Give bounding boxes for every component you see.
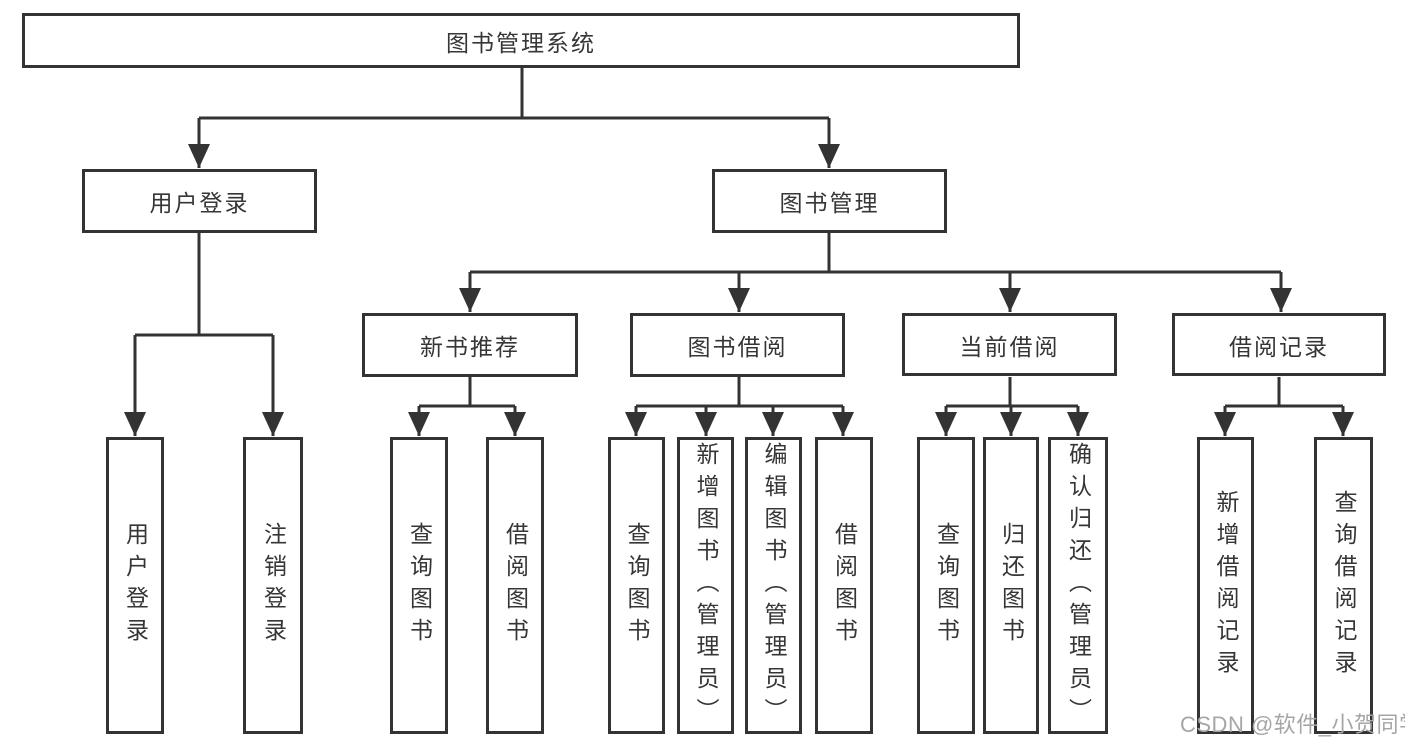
watermark: CSDN @软件_小贺同学: [1180, 712, 1405, 737]
node-label: 查询借阅记录: [1331, 489, 1357, 682]
node-borrowing-records: 借阅记录: [1172, 313, 1386, 376]
node-label: 编辑图书（管理员）: [761, 441, 787, 730]
node-library-system-root: 图书管理系统: [22, 13, 1020, 68]
node-label: 查询图书: [933, 521, 960, 650]
node-label: 归还图书: [998, 521, 1025, 650]
leaf-recommend-borrow-books: 借阅图书: [486, 437, 544, 734]
node-label: 当前借阅: [959, 333, 1060, 360]
node-label: 查询图书: [406, 521, 433, 650]
leaf-current-query-books: 查询图书: [917, 437, 975, 734]
node-label: 借阅图书: [502, 521, 529, 650]
node-label: 查询图书: [624, 521, 650, 650]
node-book-borrowing: 图书借阅: [630, 313, 845, 377]
node-label: 图书借阅: [687, 334, 788, 360]
node-label: 用户登录: [122, 521, 149, 650]
node-new-book-recommend: 新书推荐: [362, 313, 578, 377]
node-label: 图书管理系统: [446, 29, 596, 56]
leaf-logout: 注销登录: [243, 437, 303, 734]
node-label: 新增借阅记录: [1213, 489, 1239, 682]
node-user-login: 用户登录: [82, 169, 317, 233]
node-current-borrowing: 当前借阅: [902, 313, 1117, 376]
leaf-borrowing-borrow-books: 借阅图书: [815, 437, 873, 734]
leaf-user-login: 用户登录: [106, 437, 164, 734]
leaf-current-return-books: 归还图书: [983, 437, 1039, 734]
leaf-records-add-borrow-record: 新增借阅记录: [1197, 437, 1254, 734]
node-label: 注销登录: [260, 521, 287, 650]
node-label: 图书管理: [779, 190, 880, 216]
node-label: 借阅记录: [1229, 333, 1329, 360]
leaf-borrowing-query-books: 查询图书: [608, 437, 665, 734]
node-label: 新增图书（管理员）: [693, 441, 719, 730]
node-label: 借阅图书: [831, 521, 858, 650]
node-label: 确认归还（管理员）: [1065, 441, 1092, 730]
connector-line: [135, 68, 1343, 408]
leaf-borrowing-edit-books-admin: 编辑图书（管理员）: [745, 437, 802, 734]
leaf-borrowing-add-books-admin: 新增图书（管理员）: [677, 437, 734, 734]
node-label: 用户登录: [149, 190, 250, 216]
node-book-management: 图书管理: [712, 169, 947, 233]
leaf-recommend-query-books: 查询图书: [390, 437, 448, 734]
leaf-records-query-borrow-record: 查询借阅记录: [1314, 437, 1373, 734]
node-label: 新书推荐: [420, 334, 520, 360]
leaf-current-confirm-return-admin: 确认归还（管理员）: [1048, 437, 1108, 734]
